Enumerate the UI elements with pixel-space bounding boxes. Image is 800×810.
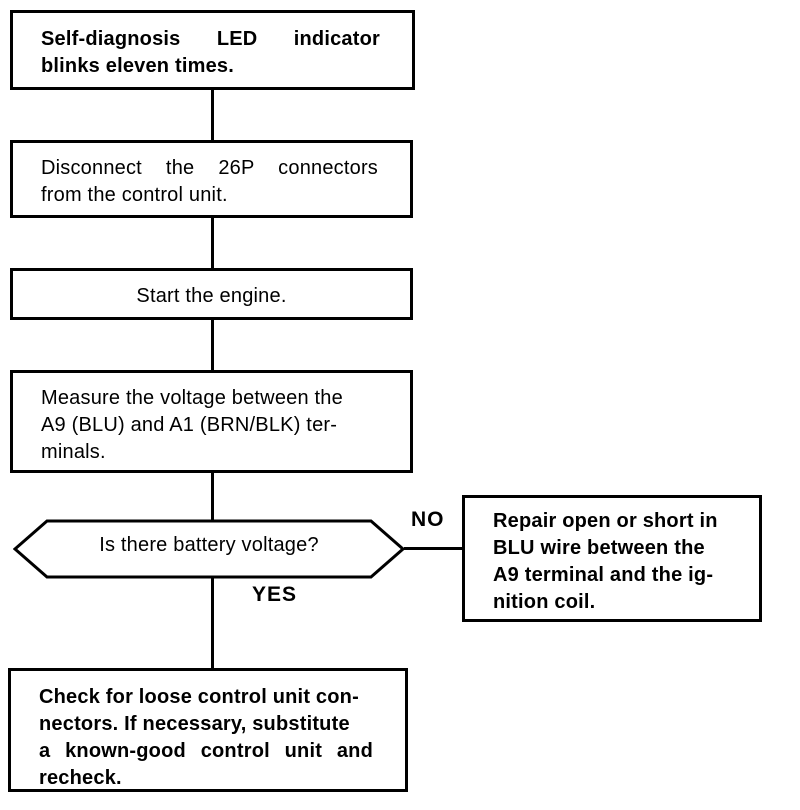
text-line: recheck.: [39, 767, 122, 789]
step-measure-voltage: Measure the voltage between the A9 (BLU)…: [10, 370, 413, 473]
decision-battery-voltage: Is there battery voltage?: [13, 519, 405, 579]
text-line: a known-good control unit and: [39, 740, 373, 762]
text-line: Self-diagnosis LED indicator: [41, 28, 380, 50]
no-branch-label: NO: [411, 508, 445, 531]
text-line: nition coil.: [493, 591, 596, 613]
text-line: Start the engine.: [136, 285, 287, 307]
connector-line: [211, 90, 214, 140]
connector-line: [211, 473, 214, 521]
text-line: BLU wire between the: [493, 537, 705, 559]
text-line: from the control unit.: [41, 184, 228, 206]
text-line: Measure the voltage between the: [41, 387, 343, 409]
action-repair-blu-wire: Repair open or short in BLU wire between…: [462, 495, 762, 622]
yes-branch-label: YES: [252, 583, 298, 606]
text-line: A9 (BLU) and A1 (BRN/BLK) ter-: [41, 414, 338, 436]
text-line: Disconnect the 26P connectors: [41, 157, 378, 179]
text-line: minals.: [41, 441, 106, 463]
text-line: nectors. If necessary, substitute: [39, 713, 350, 735]
connector-line: [211, 218, 214, 268]
text-line: Check for loose control unit con-: [39, 686, 359, 708]
text-line: blinks eleven times.: [41, 55, 234, 77]
start-box-led-blinks: Self-diagnosis LED indicator blinks elev…: [10, 10, 415, 90]
step-disconnect-connectors: Disconnect the 26P connectors from the c…: [10, 140, 413, 218]
text-line: A9 terminal and the ig-: [493, 564, 714, 586]
connector-line: [211, 577, 214, 668]
hexagon-shape: [13, 519, 405, 579]
connector-line: [404, 547, 464, 550]
action-check-control-unit: Check for loose control unit con- nector…: [8, 668, 408, 792]
step-start-engine: Start the engine.: [10, 268, 413, 320]
decision-question: Is there battery voltage?: [99, 534, 319, 556]
connector-line: [211, 320, 214, 370]
text-line: Repair open or short in: [493, 510, 718, 532]
